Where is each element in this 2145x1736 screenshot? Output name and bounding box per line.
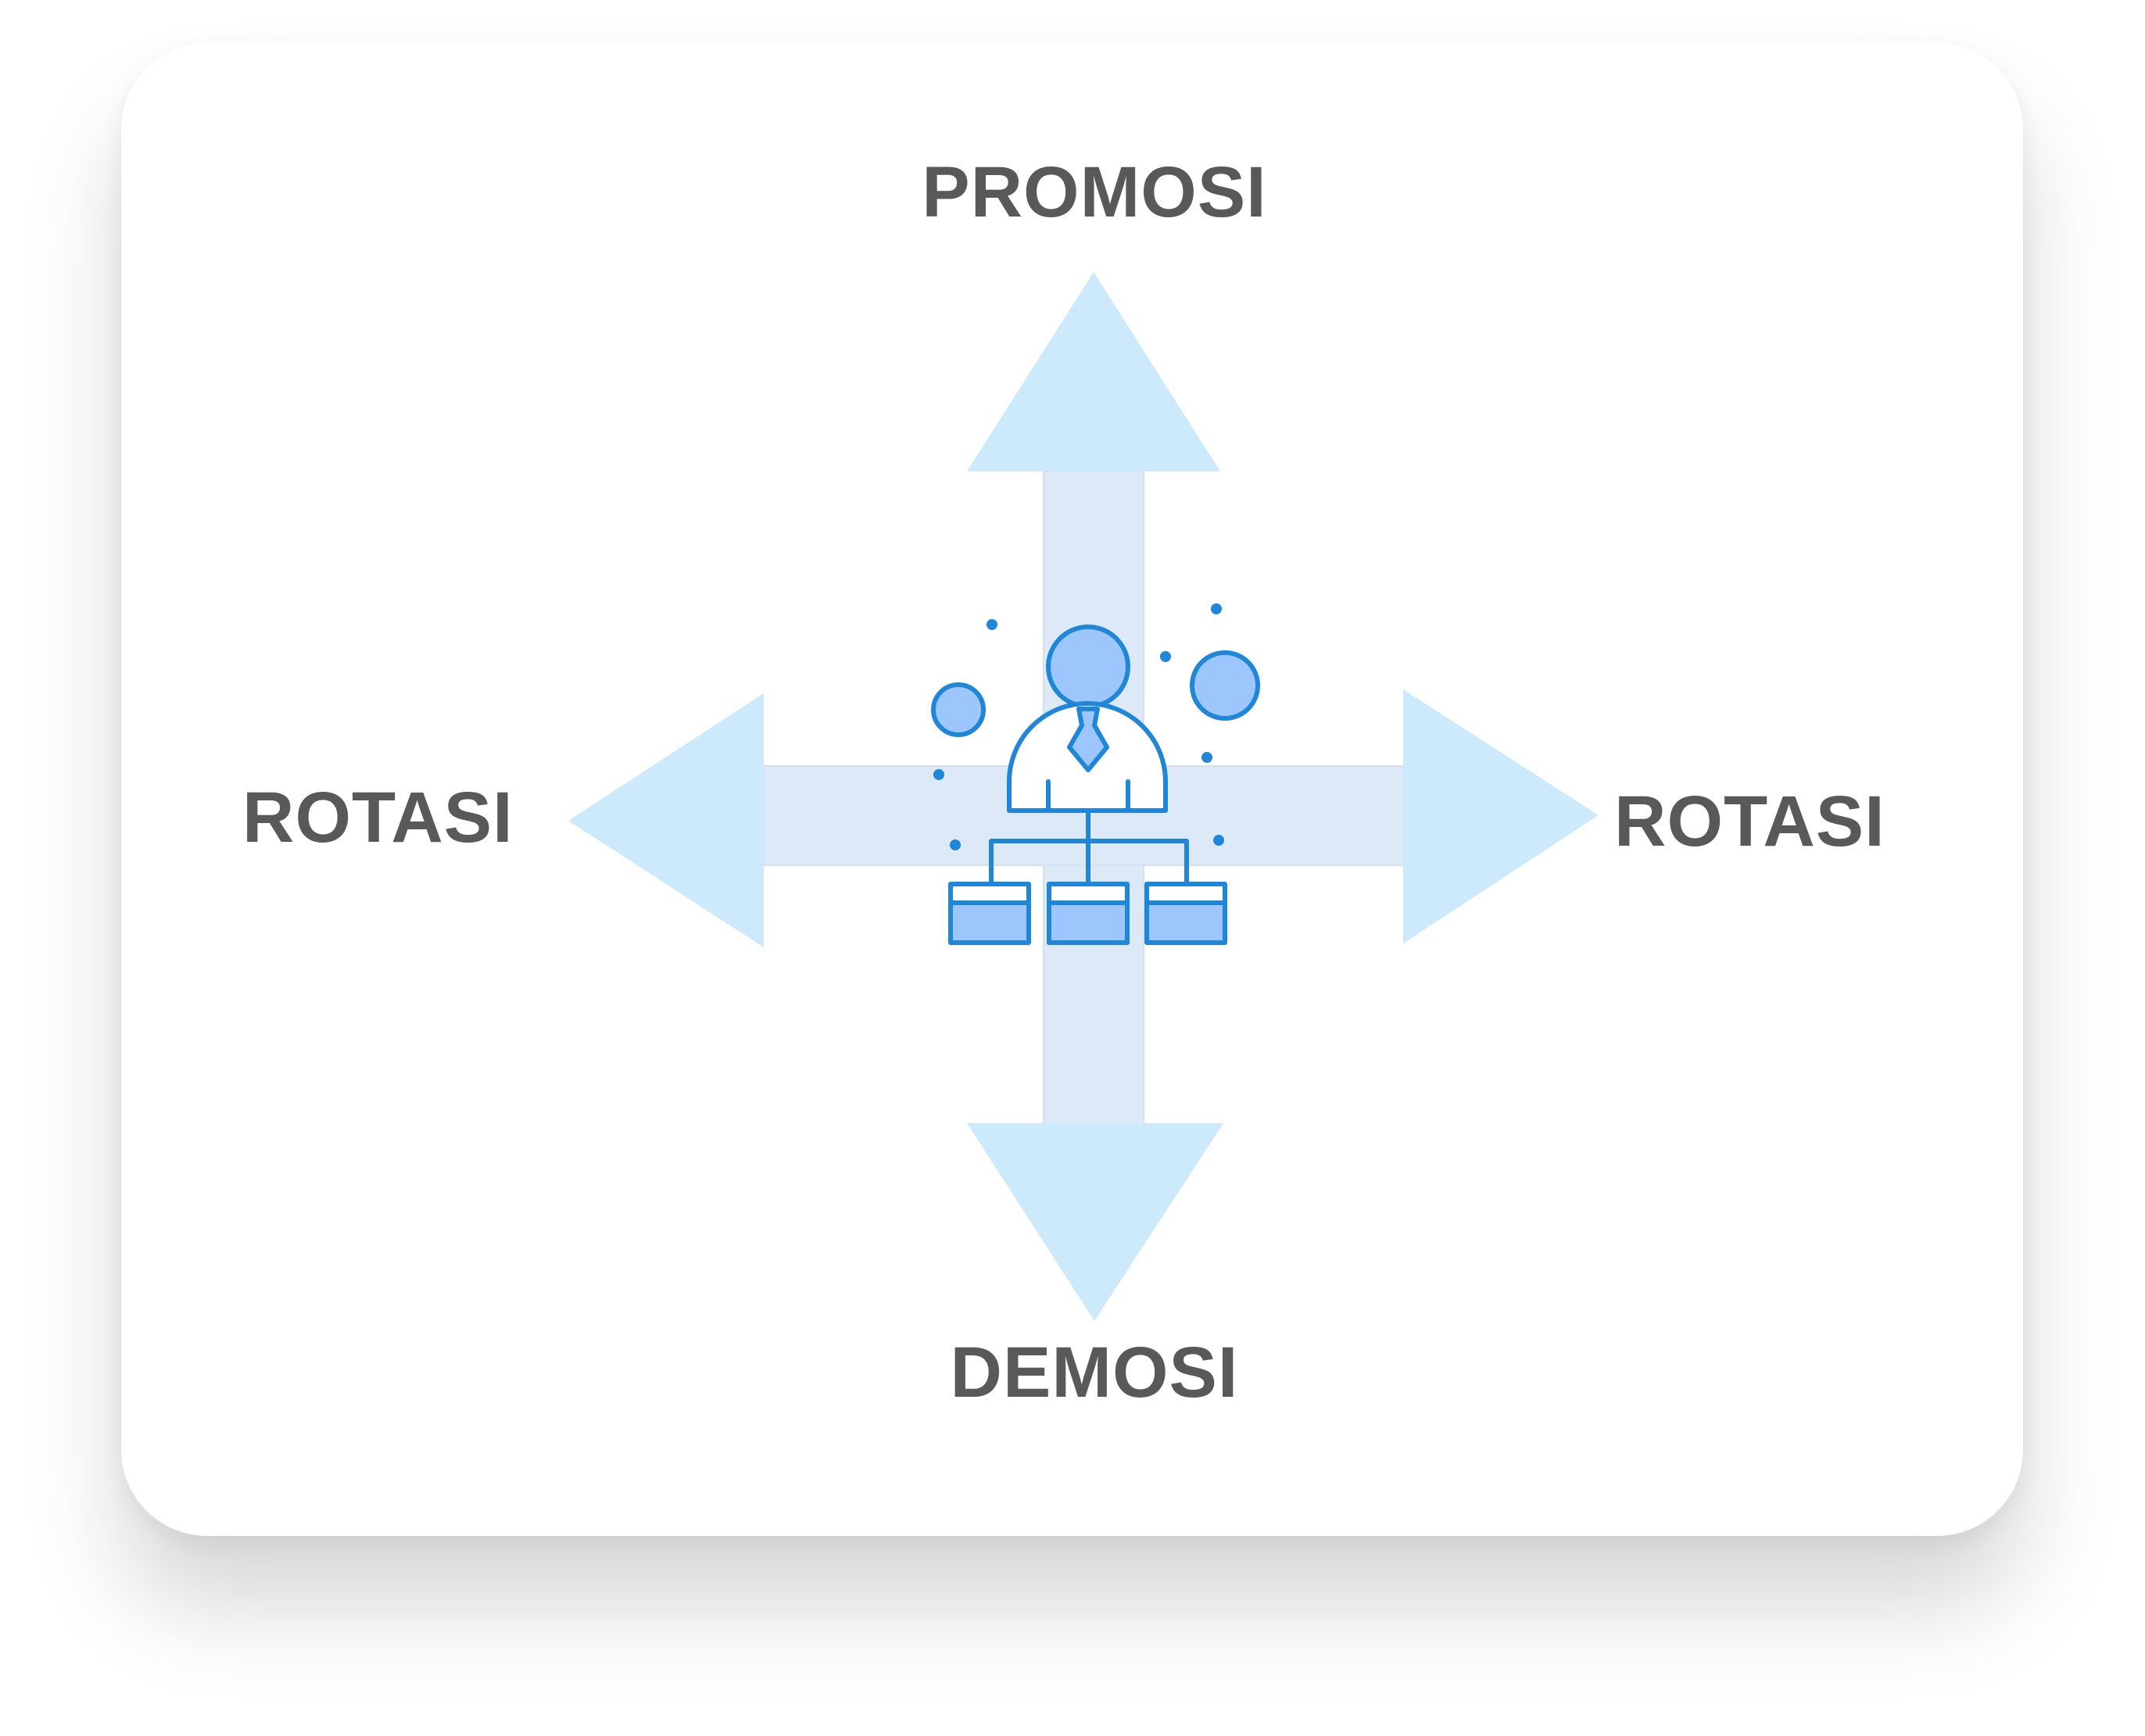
arrow-right-rotasi [1403, 689, 1599, 943]
arrow-up-promosi [967, 272, 1220, 471]
right-bubble [1190, 650, 1260, 721]
arrow-left-rotasi [568, 693, 764, 947]
label-demosi: DEMOSI [950, 1333, 1239, 1412]
person-tie [1067, 707, 1109, 772]
person-head [1046, 625, 1130, 709]
label-rotasi-left: ROTASI [242, 778, 514, 857]
organization-chart-person-icon [931, 603, 1260, 945]
label-promosi: PROMOSI [922, 152, 1267, 232]
label-rotasi-right: ROTASI [1614, 782, 1885, 861]
decorative-dots [933, 603, 1224, 850]
arrow-down-demosi [967, 1123, 1223, 1321]
left-bubble [931, 682, 986, 737]
